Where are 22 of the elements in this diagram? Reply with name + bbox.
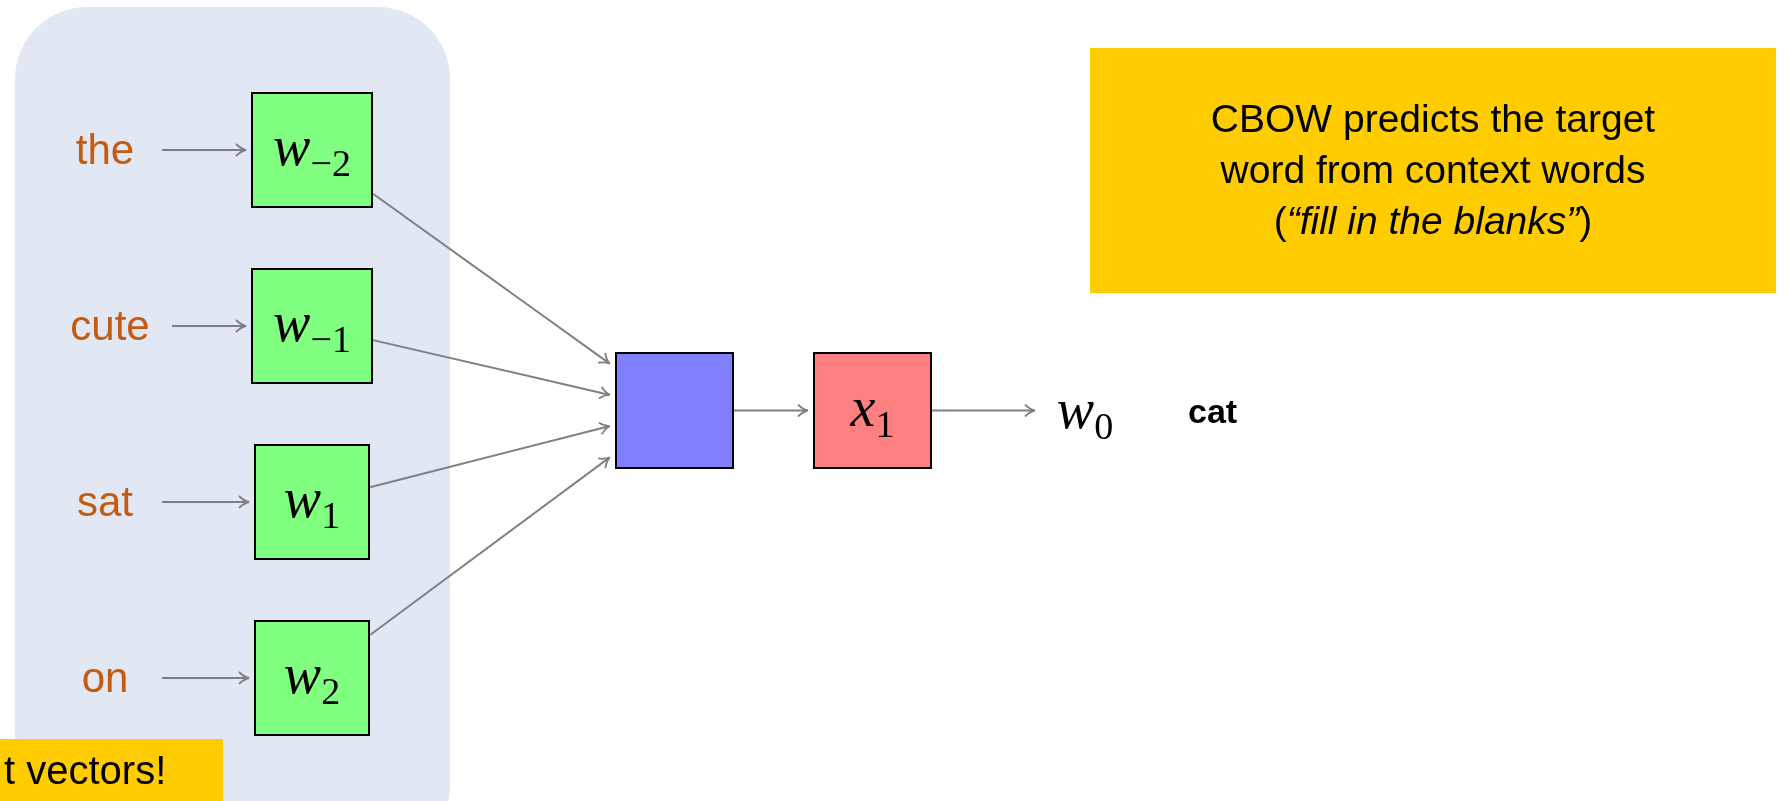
note-box — [0, 739, 223, 801]
word-vector-box — [251, 92, 373, 208]
word-vector-box — [254, 620, 370, 736]
context-word: the — [75, 126, 135, 174]
math-symbol: w$_{−2}$ — [273, 114, 351, 186]
context-word: sat — [77, 478, 133, 526]
panel-background — [15, 7, 450, 801]
math-symbol: w$_{2}$ — [283, 642, 341, 714]
note-text: t vectors! — [3, 747, 167, 793]
note-box — [1090, 48, 1776, 293]
context-word: on — [81, 654, 129, 702]
note-text: CBOW predicts the target word from context words (“fill in the blanks”) — [1209, 96, 1657, 244]
context-word: cute — [70, 302, 150, 350]
output-box — [813, 352, 932, 469]
word-vector-box — [251, 268, 373, 384]
math-symbol: w$_{−1}$ — [273, 290, 351, 362]
target-word: cat — [1188, 392, 1238, 431]
hidden-layer-box — [615, 352, 734, 469]
math-symbol: w$_{0}$ — [1056, 376, 1114, 449]
word-vector-box — [254, 444, 370, 560]
math-symbol: w$_{1}$ — [283, 466, 341, 538]
math-symbol: x$_{1}$ — [850, 374, 895, 447]
